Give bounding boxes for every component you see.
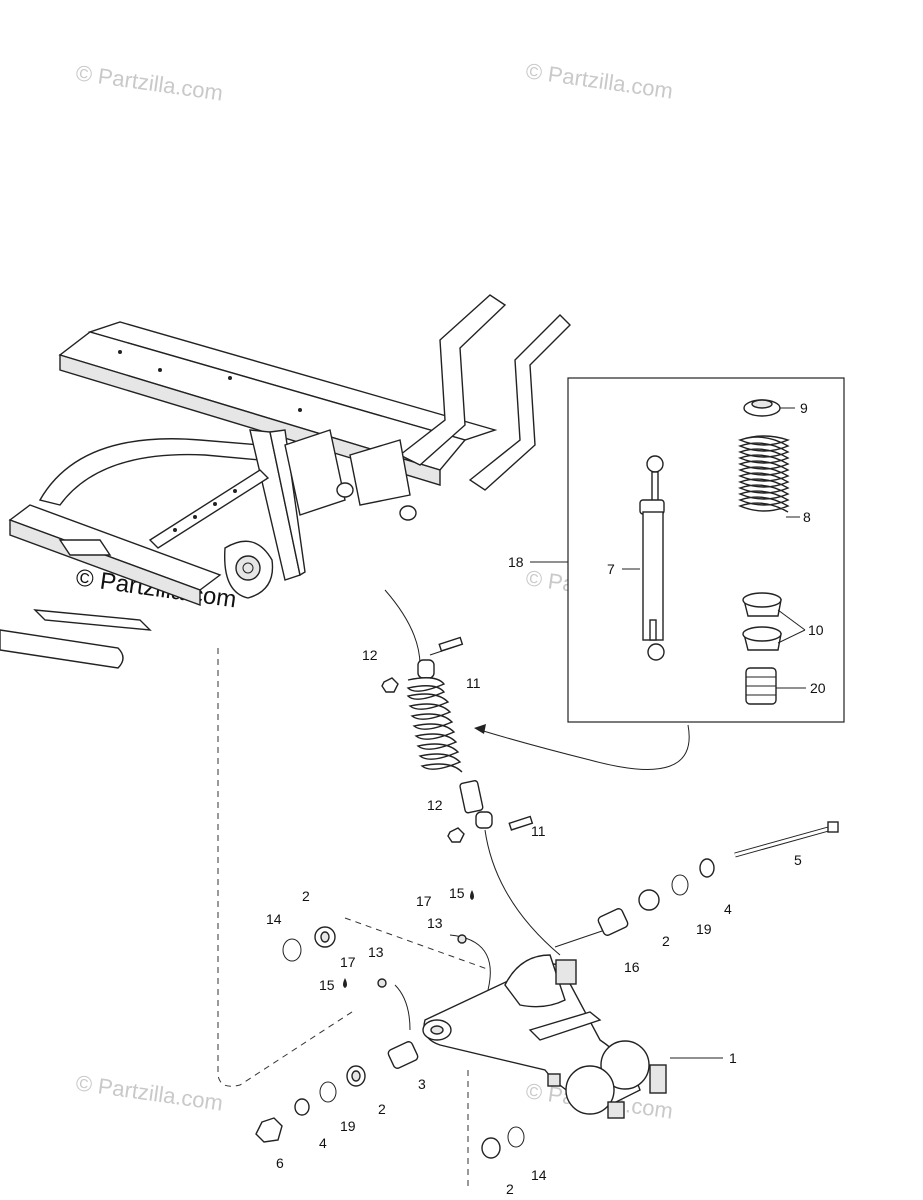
- callout-11: 11: [466, 675, 481, 691]
- shock-detail-box: [530, 377, 845, 723]
- callout-2: 2: [506, 1181, 514, 1197]
- callout-4: 4: [724, 901, 732, 917]
- callout-12: 12: [362, 647, 378, 663]
- part-callouts: 1 2 2 2 2 3 4 4 5 6 7 8 9 10 11 11 12 12…: [266, 400, 826, 1197]
- swing-arm: [422, 954, 667, 1119]
- callout-2: 2: [302, 888, 310, 904]
- callout-14: 14: [531, 1167, 547, 1183]
- callout-17: 17: [416, 893, 432, 909]
- callout-12: 12: [427, 797, 443, 813]
- suspension-hardware: [255, 821, 839, 1159]
- callout-13: 13: [368, 944, 384, 960]
- watermark: © Partzilla.com: [524, 58, 674, 103]
- callout-5: 5: [794, 852, 802, 868]
- callout-7: 7: [607, 561, 615, 577]
- callout-2: 2: [662, 933, 670, 949]
- shock-absorber-assembly: [381, 636, 534, 843]
- callout-10: 10: [808, 622, 824, 638]
- vehicle-frame: [0, 294, 571, 669]
- callout-19: 19: [340, 1118, 356, 1134]
- callout-19: 19: [696, 921, 712, 937]
- callout-2: 2: [378, 1101, 386, 1117]
- callout-13: 13: [427, 915, 443, 931]
- callout-16: 16: [624, 959, 640, 975]
- watermark: © Partzilla.com: [74, 60, 224, 105]
- callout-6: 6: [276, 1155, 284, 1171]
- callout-3: 3: [418, 1076, 426, 1092]
- callout-1: 1: [729, 1050, 737, 1066]
- callout-8: 8: [803, 509, 811, 525]
- callout-9: 9: [800, 400, 808, 416]
- callout-20: 20: [810, 680, 826, 696]
- watermark: © Partzilla.com: [74, 1070, 224, 1115]
- callout-15: 15: [449, 885, 465, 901]
- callout-15: 15: [319, 977, 335, 993]
- callout-17: 17: [340, 954, 356, 970]
- callout-18: 18: [508, 554, 524, 570]
- callout-14: 14: [266, 911, 282, 927]
- callout-4: 4: [319, 1135, 327, 1151]
- callout-11: 11: [531, 823, 546, 839]
